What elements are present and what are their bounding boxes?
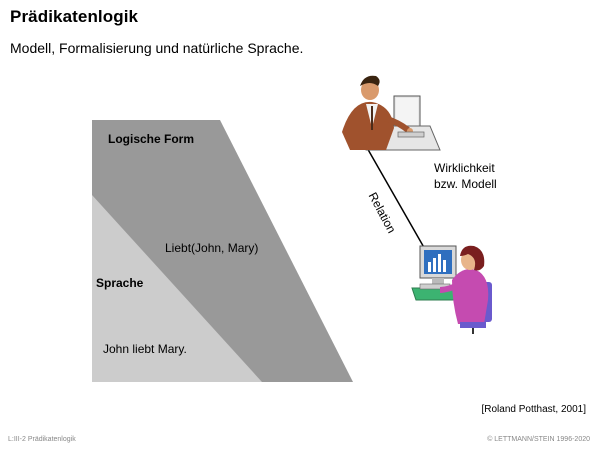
formula-text: Liebt(John, Mary)	[165, 241, 259, 255]
logical-form-label: Logische Form	[108, 132, 195, 146]
language-region	[92, 195, 262, 382]
footer-left: L:III-2 Prädikatenlogik	[8, 436, 76, 443]
page-subtitle: Modell, Formalisierung und natürliche Sp…	[10, 40, 304, 56]
woman-at-computer-icon	[411, 245, 492, 334]
reality-label: Wirklichkeit bzw. Modell	[434, 160, 497, 192]
language-label: Sprache	[96, 276, 144, 290]
relation-line	[365, 145, 431, 259]
reality-line-2: bzw. Modell	[434, 177, 497, 191]
reality-line-1: Wirklichkeit	[434, 161, 495, 175]
footer-right: © LETTMANN/STEIN 1996-2020	[487, 436, 590, 443]
citation: [Roland Potthast, 2001]	[481, 404, 586, 415]
page-title: Prädikatenlogik	[10, 7, 139, 26]
sentence-text: John liebt Mary.	[103, 342, 187, 356]
man-at-computer-icon	[342, 75, 441, 151]
